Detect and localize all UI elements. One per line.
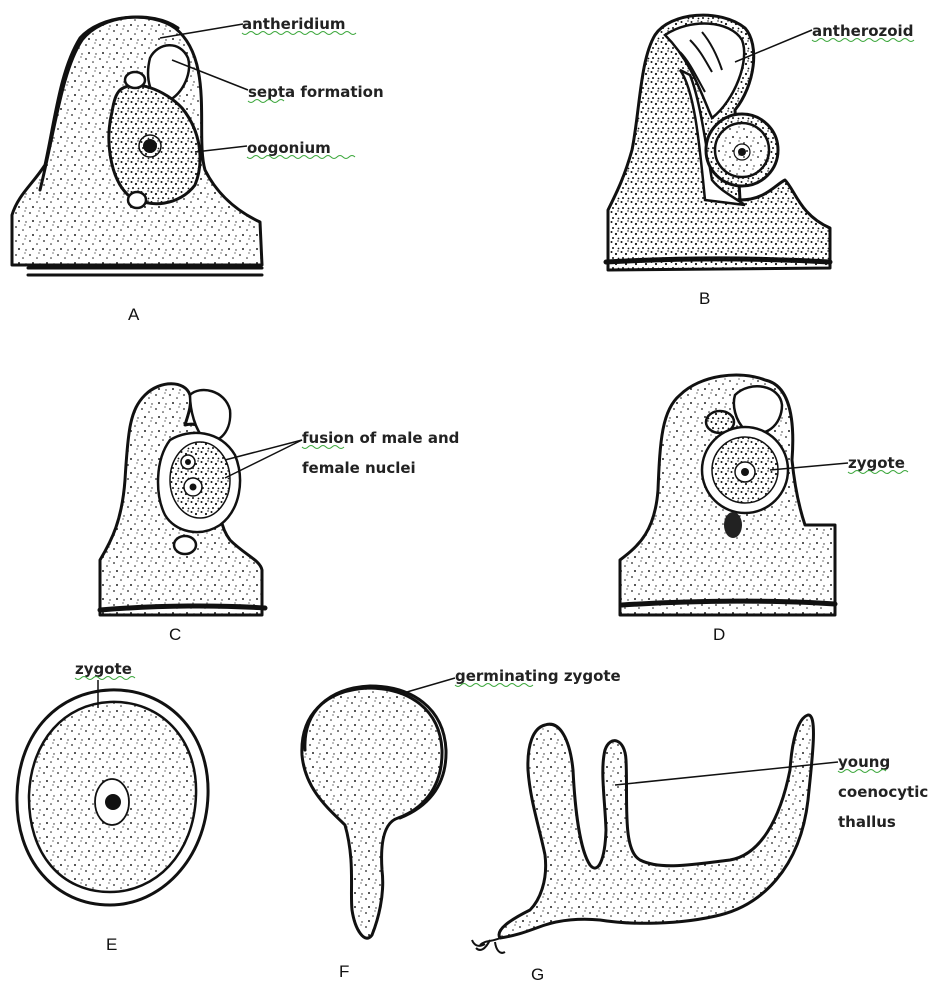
label-young-line-2: coenocytic (838, 783, 928, 801)
panel-d-zygote-nucleus-core (741, 468, 749, 476)
panel-a-septa (125, 72, 145, 88)
label-fusion-line-2: female nuclei (302, 459, 416, 477)
panel-c: C (100, 384, 302, 644)
panel-a-nucleus (143, 139, 157, 153)
label-septa-formation: septa formation (248, 83, 384, 101)
panel-label-e: E (106, 935, 117, 954)
panel-label-d: D (713, 625, 725, 644)
panel-e-nucleus-core (105, 794, 121, 810)
panel-a: A (12, 17, 262, 324)
label-zygote-d: zygote (848, 454, 905, 472)
label-zygote-e: zygote (75, 660, 132, 678)
panel-g: G (472, 715, 838, 984)
panel-label-g: G (531, 965, 544, 984)
label-fusion-line-1: fusion of male and (302, 429, 459, 447)
label-antherozoid: antherozoid (812, 22, 913, 40)
panel-c-male-nucleus-core (185, 459, 191, 465)
panel-label-c: C (169, 625, 181, 644)
panel-b: B (606, 15, 830, 308)
panel-g-thallus (499, 715, 813, 938)
leader-germinating (400, 678, 455, 694)
panel-label-f: F (339, 962, 349, 981)
panel-f: F (302, 678, 455, 981)
panel-d: D (620, 375, 848, 644)
label-germinating-zygote: germinating zygote (455, 667, 621, 685)
panel-label-a: A (128, 305, 140, 324)
panel-c-oosphere (170, 442, 230, 518)
label-oogonium: oogonium (247, 139, 331, 157)
leader-fusion-1 (225, 440, 302, 460)
panel-c-female-nucleus-core (190, 484, 197, 491)
label-young-line-1: young (838, 753, 890, 771)
panel-label-b: B (699, 289, 710, 308)
panel-e: E (17, 680, 208, 954)
panel-f-germinating-zygote (302, 688, 442, 938)
label-young-line-3: thallus (838, 813, 896, 831)
panel-g-rhizoid (472, 938, 505, 953)
panel-a-basal-cell (128, 192, 146, 208)
panel-b-nucleus (738, 148, 746, 156)
panel-d-basal-cell (724, 512, 742, 538)
label-antheridium: antheridium (242, 15, 346, 33)
panel-c-basal-cell (174, 536, 196, 554)
